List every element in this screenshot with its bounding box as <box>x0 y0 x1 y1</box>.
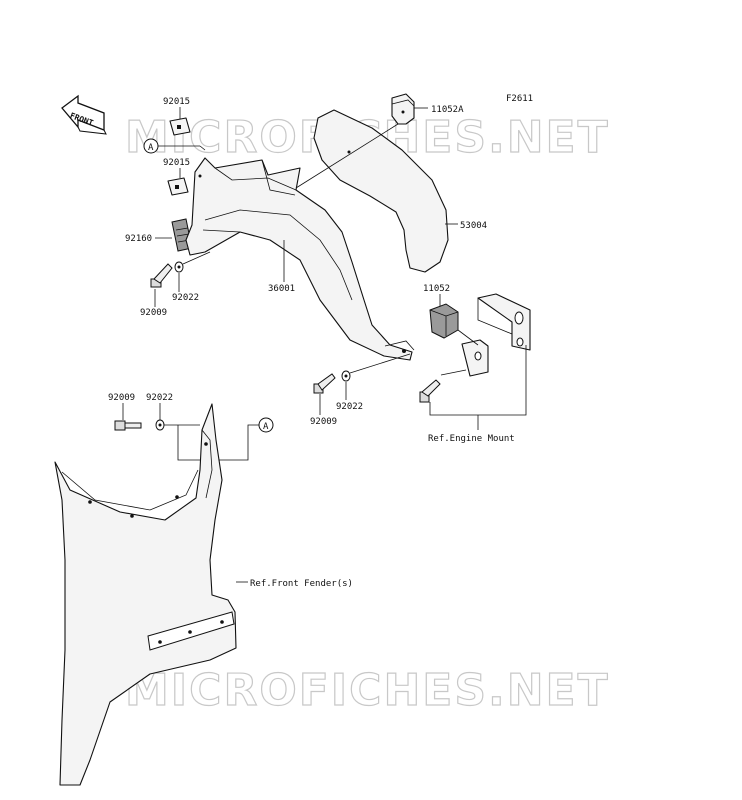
figure-code: F2611 <box>506 94 533 104</box>
part-label-11052: 11052 <box>423 284 450 294</box>
clip-92015-mid <box>167 177 189 196</box>
rubber-mount-11052 <box>429 303 459 339</box>
bolt-92009-low <box>114 420 142 431</box>
clip-92015-top <box>169 117 191 136</box>
part-label-11052A: 11052A <box>431 105 464 115</box>
bolt-engine-mount <box>419 379 441 403</box>
mud-flap-53004 <box>313 109 449 273</box>
engine-mount-bracket <box>461 293 531 377</box>
front-arrow-icon: FRONT <box>61 94 107 135</box>
ref-front-fender: Ref.Front Fender(s) <box>250 579 353 589</box>
callout-a-top: A <box>143 138 159 154</box>
part-label-92009-low: 92009 <box>108 393 135 403</box>
washer-92022-left <box>174 261 184 273</box>
svg-text:A: A <box>263 422 269 432</box>
part-label-53004: 53004 <box>460 221 487 231</box>
bracket-11052A <box>391 93 415 125</box>
part-label-92015-mid: 92015 <box>163 158 190 168</box>
washer-92022-low <box>155 419 165 431</box>
callout-a-bottom: A <box>258 417 274 433</box>
washer-92022-mid <box>341 370 351 382</box>
part-label-92015-top: 92015 <box>163 97 190 107</box>
part-label-92009-left: 92009 <box>140 308 167 318</box>
bolt-92009-left <box>150 263 173 288</box>
svg-text:A: A <box>148 143 154 153</box>
part-label-92022-mid: 92022 <box>336 402 363 412</box>
inner-fender-36001 <box>185 157 415 361</box>
watermark-bottom: MICROFICHES.NET <box>125 665 610 716</box>
part-label-92009-mid: 92009 <box>310 417 337 427</box>
bolt-92009-mid <box>313 373 336 394</box>
front-fender <box>54 403 237 786</box>
part-label-36001: 36001 <box>268 284 295 294</box>
part-label-92022-low: 92022 <box>146 393 173 403</box>
ref-engine-mount: Ref.Engine Mount <box>428 434 515 444</box>
part-label-92160: 92160 <box>125 234 152 244</box>
part-label-92022-left: 92022 <box>172 293 199 303</box>
